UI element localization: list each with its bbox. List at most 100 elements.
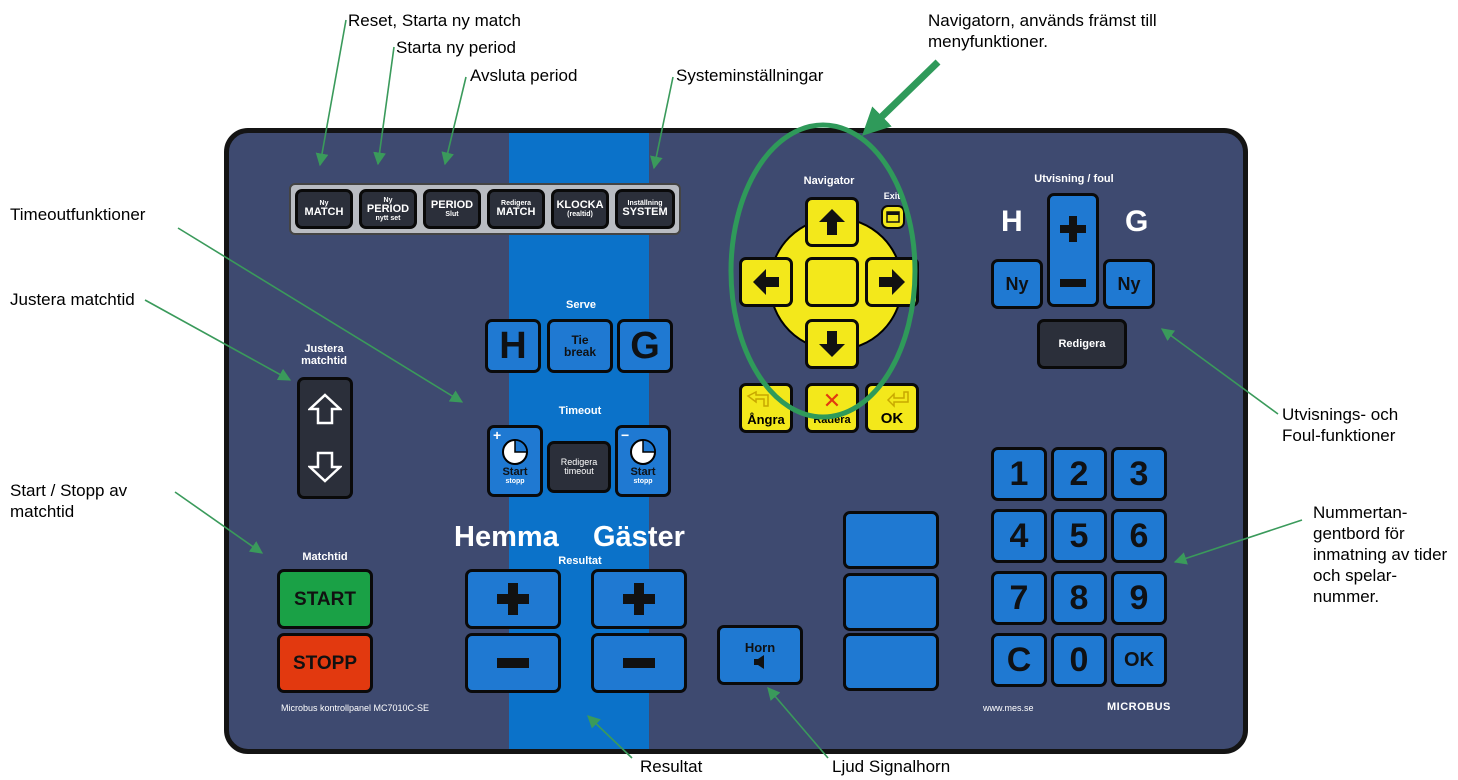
annotation-timeout: Timeoutfunktioner (10, 205, 146, 224)
adjust-time-rocker (297, 377, 353, 499)
guest-score-minus[interactable] (591, 633, 687, 693)
navigator-label: Navigator (803, 175, 855, 187)
numpad-key-8[interactable]: 8 (1051, 571, 1107, 625)
key-sub-label: Slut (445, 211, 459, 218)
key-label: STOPP (292, 652, 358, 674)
serve-guest-key[interactable]: G (617, 319, 673, 373)
key-label: Ny (1117, 274, 1141, 294)
blank-key-3[interactable] (843, 633, 939, 691)
penalty-home-label: H (1001, 205, 1023, 238)
panel-model-label: Microbus kontrollpanel MC7010C-SE (281, 703, 430, 713)
timeout-minus-sign: − (621, 427, 630, 443)
penalty-label: Utvisning / foul (1034, 173, 1114, 185)
numpad-key-4[interactable]: 4 (991, 509, 1047, 563)
numpad-key-6[interactable]: 6 (1111, 509, 1167, 563)
time-down-arrow-icon[interactable] (308, 451, 342, 483)
blank-key-2[interactable] (843, 573, 939, 631)
system-settings-key[interactable]: Inställning SYSTEM (615, 189, 675, 229)
key-main-label: PERIOD (430, 199, 474, 211)
stop-button[interactable]: STOPP (277, 633, 373, 693)
penalty-guest-label: G (1125, 205, 1149, 238)
new-match-key[interactable]: Ny MATCH (295, 189, 353, 229)
blank-key-1[interactable] (843, 511, 939, 569)
numpad-key-7[interactable]: 7 (991, 571, 1047, 625)
nav-up-key[interactable] (805, 197, 859, 247)
home-score-minus[interactable] (465, 633, 561, 693)
plus-icon (623, 583, 655, 615)
result-label: Resultat (558, 555, 602, 567)
serve-home-key[interactable]: H (485, 319, 541, 373)
key-label: 4 (1009, 517, 1029, 555)
annotation-new-period: Starta ny period (396, 38, 517, 57)
penalty-new-guest-key[interactable]: Ny (1103, 259, 1155, 309)
key-label: OK (880, 410, 904, 427)
timeout-guest-key[interactable]: − Start stopp (615, 425, 671, 497)
guest-title: Gäster (593, 521, 685, 553)
nav-left-key[interactable] (739, 257, 793, 307)
numpad-key-2[interactable]: 2 (1051, 447, 1107, 501)
numpad-key-0[interactable]: 0 (1051, 633, 1107, 687)
end-period-key[interactable]: PERIOD Slut (423, 189, 481, 229)
key-top-label: Inställning (627, 200, 663, 207)
key-label: Redigera timeout (560, 457, 598, 476)
key-sub-label: stopp (633, 478, 653, 485)
arrow-left-icon (753, 269, 779, 295)
cancel-x-icon: ✕ (822, 388, 842, 413)
time-up-arrow-icon[interactable] (308, 393, 342, 425)
key-sub-label: nytt set (375, 214, 401, 222)
edit-match-key[interactable]: Redigera MATCH (487, 189, 545, 229)
key-top-label: Ny (383, 196, 393, 204)
key-top-label: Redigera (501, 200, 531, 207)
nav-center-key[interactable] (805, 257, 859, 307)
key-label: C (1006, 641, 1032, 679)
penalty-new-home-key[interactable]: Ny (991, 259, 1043, 309)
annotation-penalty: Utvisnings- och Foul-funktioner (1282, 405, 1399, 445)
numpad-key-c[interactable]: C (991, 633, 1047, 687)
nav-down-key[interactable] (805, 319, 859, 369)
clock-icon (502, 439, 528, 465)
undo-key[interactable]: Ångra (739, 383, 793, 433)
cancel-key[interactable]: ✕ Radera (805, 383, 859, 433)
tiebreak-key[interactable]: Tie break (547, 319, 613, 373)
key-label: 5 (1069, 517, 1089, 555)
numpad-key-ok[interactable]: OK (1111, 633, 1167, 687)
home-score-plus[interactable] (465, 569, 561, 629)
key-main-label: MATCH (304, 206, 344, 218)
start-button[interactable]: START (277, 569, 373, 629)
numpad-key-5[interactable]: 5 (1051, 509, 1107, 563)
minus-icon (1060, 278, 1086, 287)
plus-icon (497, 583, 529, 615)
key-label: Ångra (747, 412, 785, 427)
key-label: H (499, 325, 527, 367)
penalty-plus-minus-key[interactable] (1047, 193, 1099, 307)
horn-button[interactable]: Horn (717, 625, 803, 685)
key-label: 7 (1009, 579, 1029, 617)
numpad-key-9[interactable]: 9 (1111, 571, 1167, 625)
key-label: 0 (1069, 641, 1089, 679)
penalty-edit-key[interactable]: Redigera (1037, 319, 1127, 369)
nav-right-key[interactable] (865, 257, 919, 307)
ok-key[interactable]: OK (865, 383, 919, 433)
timeout-home-key[interactable]: + Start stopp (487, 425, 543, 497)
exit-label: Exit (883, 191, 901, 201)
key-label: G (630, 325, 660, 367)
arrow-up-icon (819, 209, 845, 235)
exit-key[interactable] (881, 205, 905, 229)
home-title: Hemma (454, 521, 559, 553)
annotation-navigator: Navigatorn, används främst till menyfunk… (928, 11, 1157, 51)
key-sub-label: (realtid) (567, 211, 593, 218)
key-sub-label: stopp (505, 478, 525, 485)
guest-score-plus[interactable] (591, 569, 687, 629)
new-period-key[interactable]: Ny PERIOD nytt set (359, 189, 417, 229)
adjust-time-label: Justera matchtid (301, 343, 347, 367)
edit-timeout-key[interactable]: Redigera timeout (547, 441, 611, 493)
control-panel: Ny MATCH Ny PERIOD nytt set PERIOD Slut … (224, 128, 1248, 754)
key-label: Redigera (1058, 337, 1106, 350)
timeout-label: Timeout (558, 405, 602, 417)
numpad-key-1[interactable]: 1 (991, 447, 1047, 501)
clock-key[interactable]: KLOCKA (realtid) (551, 189, 609, 229)
numpad-key-3[interactable]: 3 (1111, 447, 1167, 501)
key-label: 1 (1009, 455, 1029, 493)
enter-icon (886, 391, 909, 408)
annotation-end-period: Avsluta period (470, 66, 578, 85)
